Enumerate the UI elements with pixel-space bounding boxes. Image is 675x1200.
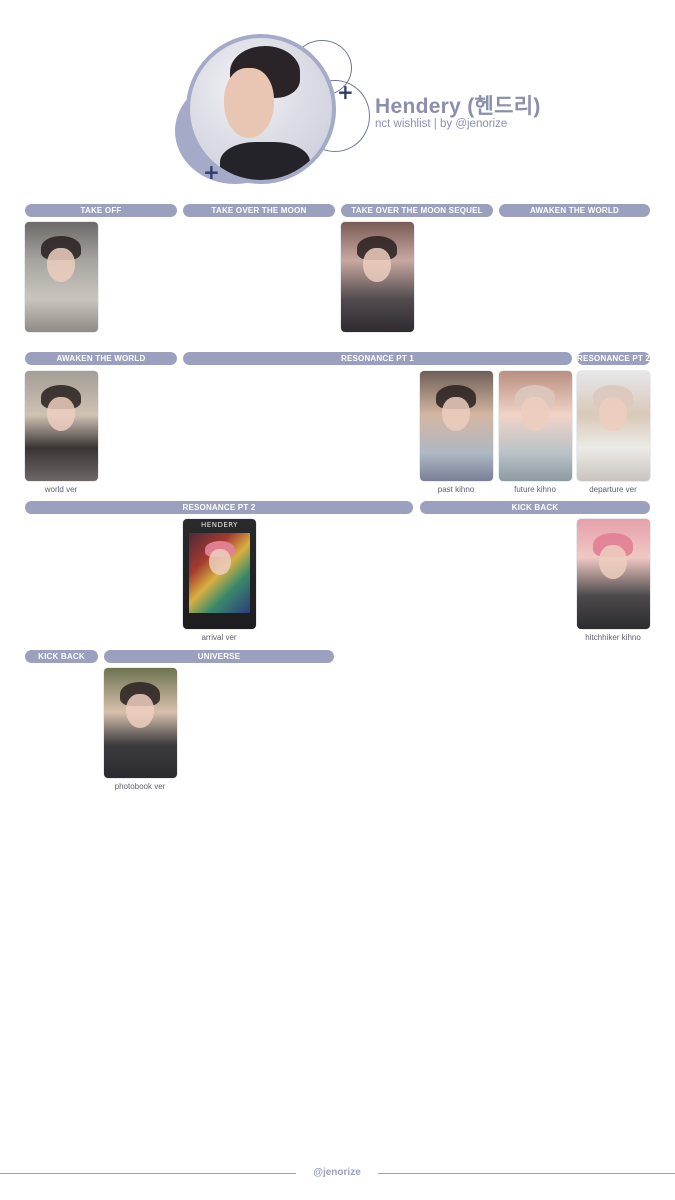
footer-divider-left <box>0 1173 296 1174</box>
portrait-face <box>224 68 274 138</box>
section-label: RESONANCE PT 1 <box>183 352 572 365</box>
photocard <box>577 371 650 481</box>
photocard <box>577 519 650 629</box>
footer-handle: @jenorize <box>313 1167 361 1178</box>
section-label: KICK BACK <box>25 650 98 663</box>
card-caption: arrival ver <box>201 633 237 642</box>
card-caption: departure ver <box>589 485 637 494</box>
photocard <box>499 371 572 481</box>
section-label: TAKE OFF <box>25 204 177 217</box>
photocard <box>341 222 414 332</box>
photocard <box>25 222 98 332</box>
section-label: UNIVERSE <box>104 650 334 663</box>
card-caption: future kihno <box>514 485 556 494</box>
section-label: KICK BACK <box>420 501 650 514</box>
footer-divider-right <box>378 1173 675 1174</box>
section-label: TAKE OVER THE MOON SEQUEL <box>341 204 493 217</box>
card-caption: photobook ver <box>114 782 166 791</box>
portrait-jacket <box>220 142 310 180</box>
profile-portrait <box>186 34 336 184</box>
section-label: AWAKEN THE WORLD <box>25 352 177 365</box>
photocard <box>25 371 98 481</box>
section-label: RESONANCE PT 2 <box>577 352 650 365</box>
card-caption: hitchhiker kihno <box>585 633 641 642</box>
section-label: AWAKEN THE WORLD <box>499 204 650 217</box>
section-label: TAKE OVER THE MOON <box>183 204 335 217</box>
plus-icon: + <box>203 160 220 184</box>
photocard <box>104 668 177 778</box>
photocard <box>420 371 493 481</box>
card-caption: past kihno <box>437 485 475 494</box>
photocard-hologram: HENDERY <box>183 519 256 629</box>
card-caption: world ver <box>44 485 78 494</box>
page-title: Hendery (헨드리) <box>375 95 541 118</box>
section-label: RESONANCE PT 2 <box>25 501 413 514</box>
plus-icon: + <box>337 80 354 104</box>
hologram-card-title: HENDERY <box>201 521 238 529</box>
page-subtitle: nct wishlist | by @jenorize <box>375 118 508 130</box>
